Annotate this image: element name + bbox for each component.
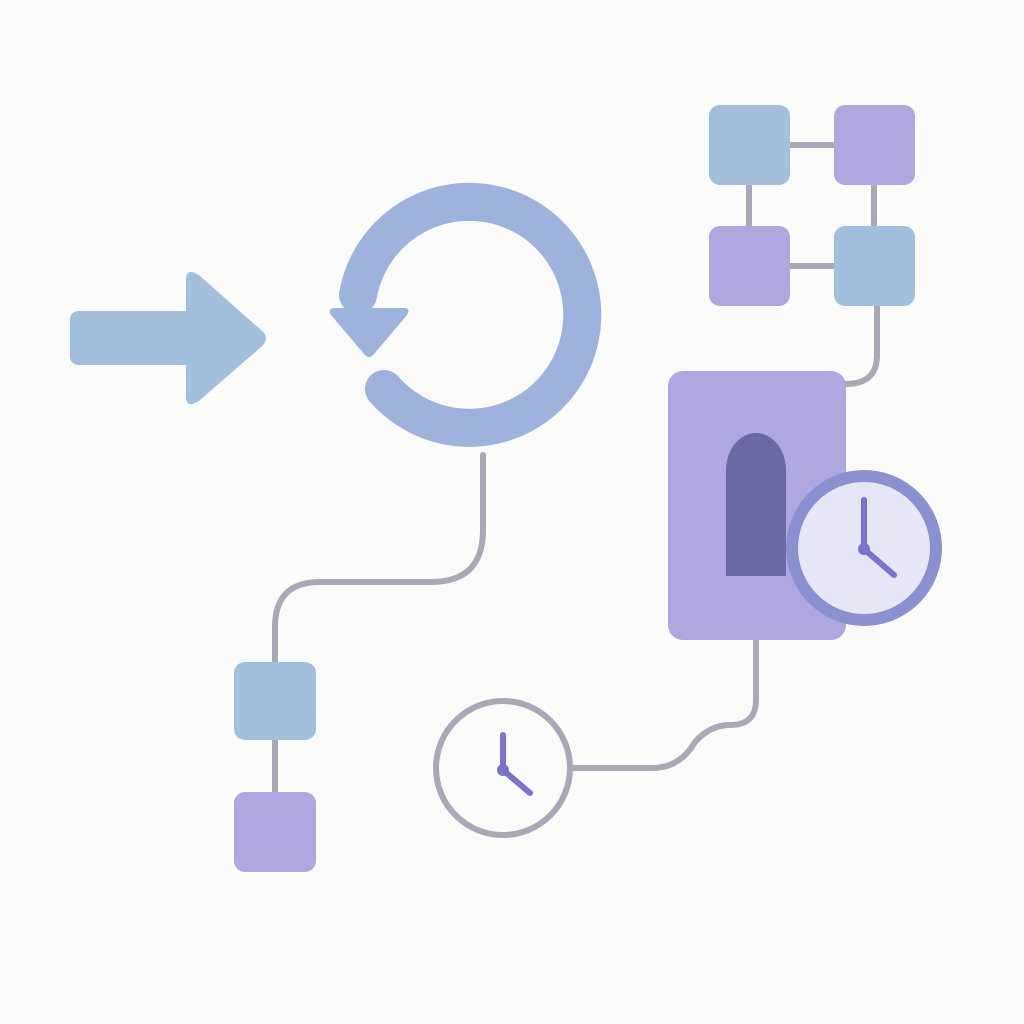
- connectors: [272, 142, 880, 798]
- left-node-chain: [234, 662, 316, 872]
- node-lavender-top-right: [834, 105, 915, 185]
- small-clock-pivot: [497, 764, 509, 776]
- refresh-loop-ring: [339, 182, 602, 447]
- node-blue-top-left: [709, 105, 790, 185]
- node-blue-left: [234, 662, 316, 740]
- node-lavender-left: [234, 792, 316, 872]
- large-clock-icon: [786, 470, 942, 626]
- connector-grid-to-device: [843, 302, 880, 387]
- device-slot: [726, 433, 786, 576]
- small-clock-icon: [433, 698, 573, 838]
- refresh-loop-icon: [329, 182, 602, 447]
- connector-device-to-small-clock: [570, 637, 759, 771]
- refresh-loop-arrowhead: [329, 308, 409, 357]
- node-lavender-bottom-left: [709, 226, 790, 306]
- node-blue-bottom-right: [834, 226, 915, 306]
- connector-loop-to-left-nodes: [272, 452, 486, 668]
- right-arrow-icon: [70, 271, 266, 405]
- large-clock-pivot: [858, 543, 870, 555]
- node-grid: [709, 105, 915, 306]
